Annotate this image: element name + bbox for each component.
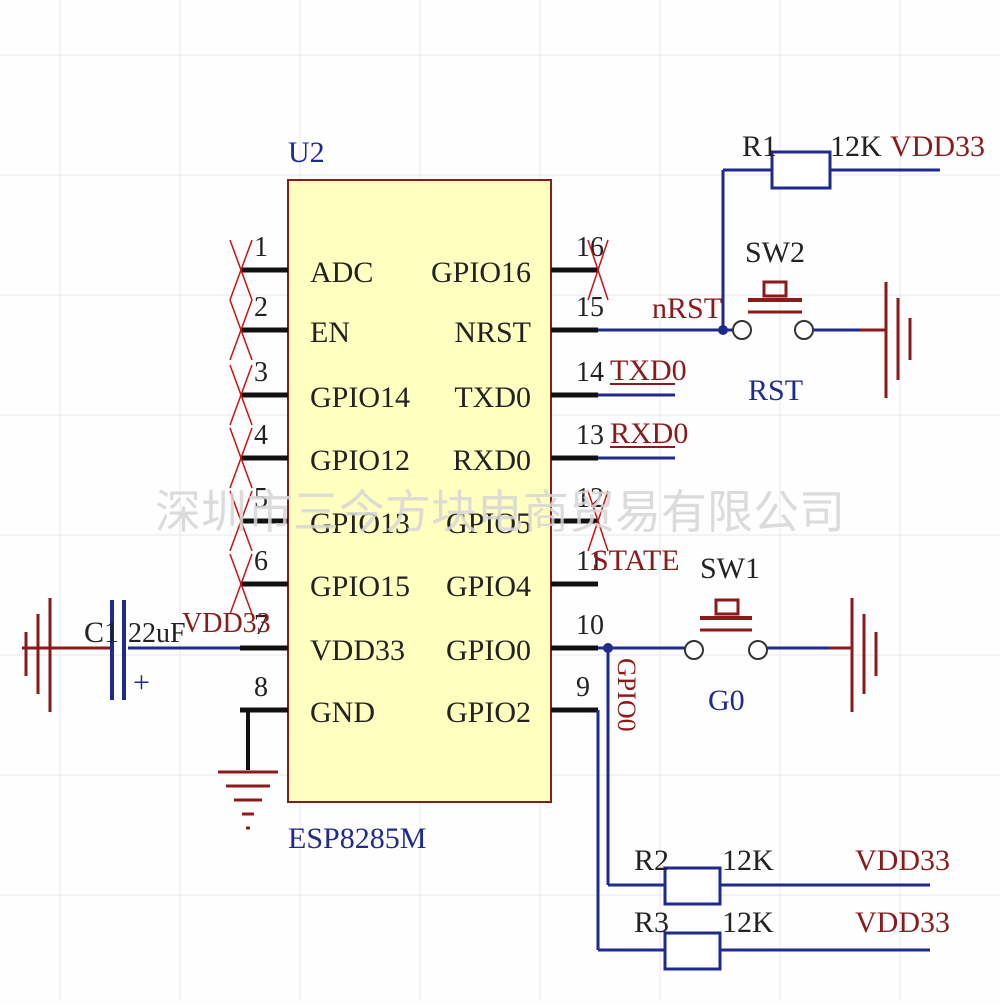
- c1-value: 22uF: [128, 618, 186, 649]
- no-connect-x-icon: [229, 553, 253, 615]
- net-label-rxd0: RXD0: [610, 417, 688, 450]
- pin-name: GPIO15: [310, 570, 410, 603]
- pin-number: 10: [576, 610, 604, 641]
- switch-sw2: SW2 RST: [732, 236, 814, 407]
- pin-name: GPIO14: [310, 381, 410, 414]
- junction-dot: [603, 643, 613, 653]
- pin-name: NRST: [454, 316, 531, 349]
- pin-name: GPIO12: [310, 444, 410, 477]
- no-connect-x-icon: [229, 427, 253, 489]
- r3-value: 12K: [722, 906, 774, 939]
- pin-number: 8: [254, 672, 268, 703]
- r1-value: 12K: [830, 130, 882, 163]
- pin-name: ADC: [310, 256, 373, 289]
- left-pin-numbers: 1 2 3 4 5 6 7 8: [254, 232, 268, 703]
- pin-number: 7: [254, 610, 268, 641]
- pin-name: RXD0: [453, 444, 531, 477]
- r3-net: VDD33: [855, 906, 950, 939]
- sw2-label: RST: [748, 374, 803, 407]
- left-pins: [240, 267, 288, 713]
- pin-number: 9: [576, 672, 590, 703]
- resistor-r1: R1 12K VDD33: [742, 130, 985, 190]
- no-connect-x-icon: [587, 490, 609, 552]
- pin-name: GPIO16: [431, 256, 531, 289]
- pin-number: 13: [576, 420, 604, 451]
- switch-sw1: SW1 G0: [684, 552, 768, 717]
- r2-ref: R2: [634, 844, 669, 877]
- junction-dot: [718, 325, 728, 335]
- r2-value: 12K: [722, 844, 774, 877]
- right-pin-numbers: 16 15 14 13 12 11 10 9: [576, 232, 604, 703]
- no-connect-x-icon: [587, 239, 609, 301]
- left-pin-names: ADC EN GPIO14 GPIO12 GPIO13 GPIO15 VDD33…: [310, 256, 410, 729]
- r3-ref: R3: [634, 906, 669, 939]
- net-label-state: STATE: [592, 544, 680, 577]
- pin-number: 3: [254, 357, 268, 388]
- no-connect-x-icon: [229, 239, 253, 301]
- pin-name: VDD33: [310, 634, 405, 667]
- net-label-vdd33: VDD33: [182, 608, 271, 639]
- no-connect-x-icon: [229, 490, 253, 552]
- chip-designator: U2: [288, 136, 325, 169]
- pin-number: 5: [254, 483, 268, 514]
- r2-net: VDD33: [855, 844, 950, 877]
- pin-number: 14: [576, 357, 604, 388]
- watermark: 深圳市三今方块电商贸易有限公司: [155, 485, 845, 539]
- pin-name: GPIO5: [446, 507, 531, 540]
- no-connect-markers: [229, 239, 609, 615]
- resistor-r3: R3 12K VDD33: [634, 906, 950, 971]
- pin-name: EN: [310, 316, 350, 349]
- sw2-ref: SW2: [745, 236, 805, 269]
- ground-symbol-chip: [218, 770, 278, 830]
- pin-name: GPIO13: [310, 507, 410, 540]
- pin-name: GPIO4: [446, 570, 531, 603]
- wires: [128, 168, 940, 952]
- c1-polarity: +: [133, 666, 150, 699]
- pin-name: GPIO0: [446, 634, 531, 667]
- net-label-nrst: nRST: [652, 292, 722, 325]
- pin-name: GND: [310, 696, 375, 729]
- right-pin-names: GPIO16 NRST TXD0 RXD0 GPIO5 GPIO4 GPIO0 …: [431, 256, 531, 729]
- ground-symbol-sw1: [830, 598, 878, 712]
- ground-symbol-sw2: [860, 282, 912, 398]
- pin-number: 15: [576, 292, 604, 323]
- net-label-txd0: TXD0: [610, 354, 687, 387]
- no-connect-x-icon: [229, 364, 253, 426]
- chip-body: [287, 179, 552, 803]
- pin-number: 11: [576, 546, 603, 577]
- sw1-label: G0: [708, 684, 745, 717]
- pin-number: 2: [254, 292, 268, 323]
- r1-net: VDD33: [890, 130, 985, 163]
- right-pins: [551, 267, 598, 713]
- pin-name: GPIO2: [446, 696, 531, 729]
- no-connect-x-icon: [229, 299, 253, 361]
- pin-number: 6: [254, 546, 268, 577]
- chip-part-number: ESP8285M: [288, 822, 426, 855]
- capacitor-c1: C1 22uF +: [84, 600, 186, 700]
- net-label-gpio0-vertical: GPIO0: [612, 658, 641, 732]
- ground-symbol-c1: [22, 598, 110, 712]
- pin-number: 1: [254, 232, 268, 263]
- sw1-ref: SW1: [700, 552, 760, 585]
- resistor-r2: R2 12K VDD33: [634, 844, 950, 906]
- pin-number: 4: [254, 420, 268, 451]
- c1-ref: C1: [84, 616, 119, 649]
- r1-ref: R1: [742, 130, 777, 163]
- pin-name: TXD0: [454, 381, 531, 414]
